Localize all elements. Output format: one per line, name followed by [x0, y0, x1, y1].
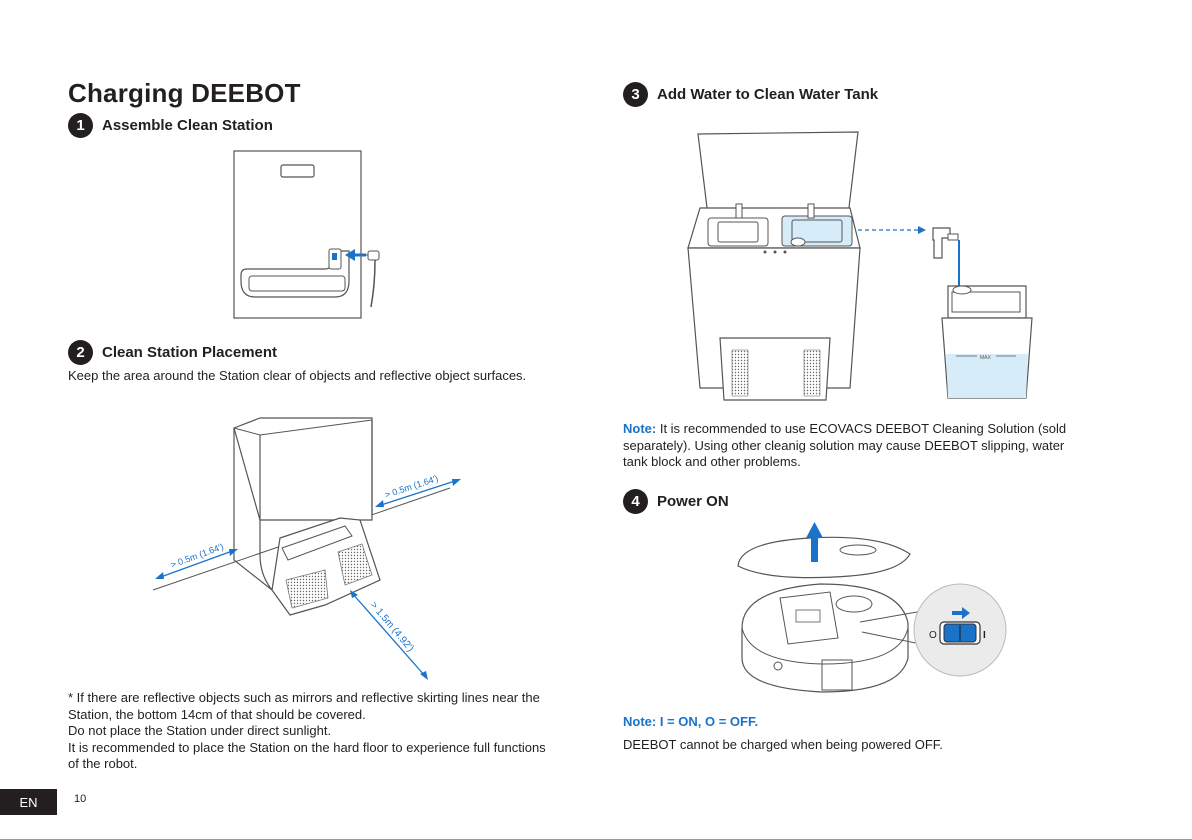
switch-arrow-shaft	[952, 611, 964, 615]
footnote-line: of the robot.	[68, 756, 138, 771]
step-3-heading: 3 Add Water to Clean Water Tank	[623, 82, 878, 107]
dim-right-line	[377, 479, 459, 507]
page-title: Charging DEEBOT	[68, 78, 301, 108]
note-line: separately). Using other cleanig solutio…	[623, 437, 1065, 453]
dim-front-line	[351, 592, 426, 677]
power-on-illustration: O I	[737, 522, 1007, 693]
switch-on-label: I	[983, 630, 986, 641]
station-placement-illustration: > 0.5m (1.64') > 0.5m (1.64') > 1.5m (4.…	[152, 417, 461, 680]
power-cord	[370, 259, 376, 308]
placement-footnotes: * If there are reflective objects such a…	[68, 690, 578, 773]
station-left-side	[233, 428, 273, 591]
step-2-title: Clean Station Placement	[102, 344, 278, 361]
power-note: Note: I = ON, O = OFF.	[623, 714, 759, 729]
faucet-icon	[932, 227, 951, 259]
add-water-illustration: MAX	[687, 131, 1033, 401]
step-4-heading: 4 Power ON	[623, 489, 729, 514]
dim-front-label: > 1.5m (4.92')	[368, 600, 416, 654]
step-1-title: Assemble Clean Station	[102, 117, 273, 134]
step-1-heading: 1 Assemble Clean Station	[68, 113, 273, 138]
step-4-title: Power ON	[657, 493, 729, 510]
max-label: MAX	[980, 355, 992, 361]
ramp-vent-left	[285, 569, 329, 609]
dim-right-label: > 0.5m (1.64')	[384, 473, 440, 500]
step-2-number: 2	[68, 340, 93, 365]
switch-off-label: O	[929, 630, 937, 641]
note-label: Note:	[623, 421, 657, 436]
language-tab: EN	[0, 789, 57, 815]
lift-arrow-shaft	[811, 536, 818, 562]
note-line: tank block and other problems.	[623, 454, 801, 469]
note-line: It is recommended to use ECOVACS DEEBOT …	[656, 421, 1067, 436]
dim-left-label: > 0.5m (1.64')	[169, 542, 225, 570]
assemble-station-illustration	[233, 150, 380, 319]
insert-arrow-head	[345, 249, 355, 261]
placement-description: Keep the area around the Station clear o…	[68, 368, 527, 383]
step-2-heading: 2 Clean Station Placement	[68, 340, 277, 365]
robot-top-cover	[737, 536, 911, 579]
footnote-line: It is recommended to place the Station o…	[68, 739, 546, 755]
station-open-lid	[697, 131, 859, 217]
step-1-number: 1	[68, 113, 93, 138]
station-base-slot	[248, 275, 346, 292]
power-plug	[367, 250, 380, 261]
step-3-title: Add Water to Clean Water Tank	[657, 86, 879, 103]
station-handle	[280, 164, 315, 178]
footnote-line: * If there are reflective objects such a…	[68, 690, 540, 705]
lift-arrow-head	[806, 522, 823, 538]
power-description: DEEBOT cannot be charged when being powe…	[623, 737, 943, 752]
dim-left-line	[157, 549, 236, 579]
step-3-number: 3	[623, 82, 648, 107]
water-level	[946, 354, 1028, 398]
step-4-number: 4	[623, 489, 648, 514]
ramp-vent-right	[337, 543, 373, 586]
power-socket-port	[332, 253, 337, 260]
water-note: Note: It is recommended to use ECOVACS D…	[623, 421, 1123, 471]
page-number: 10	[74, 793, 87, 805]
switch-arrow-head	[962, 607, 970, 619]
footnote-line: Station, the bottom 14cm of that should …	[68, 706, 366, 722]
footnote-line: Do not place the Station under direct su…	[68, 723, 332, 738]
